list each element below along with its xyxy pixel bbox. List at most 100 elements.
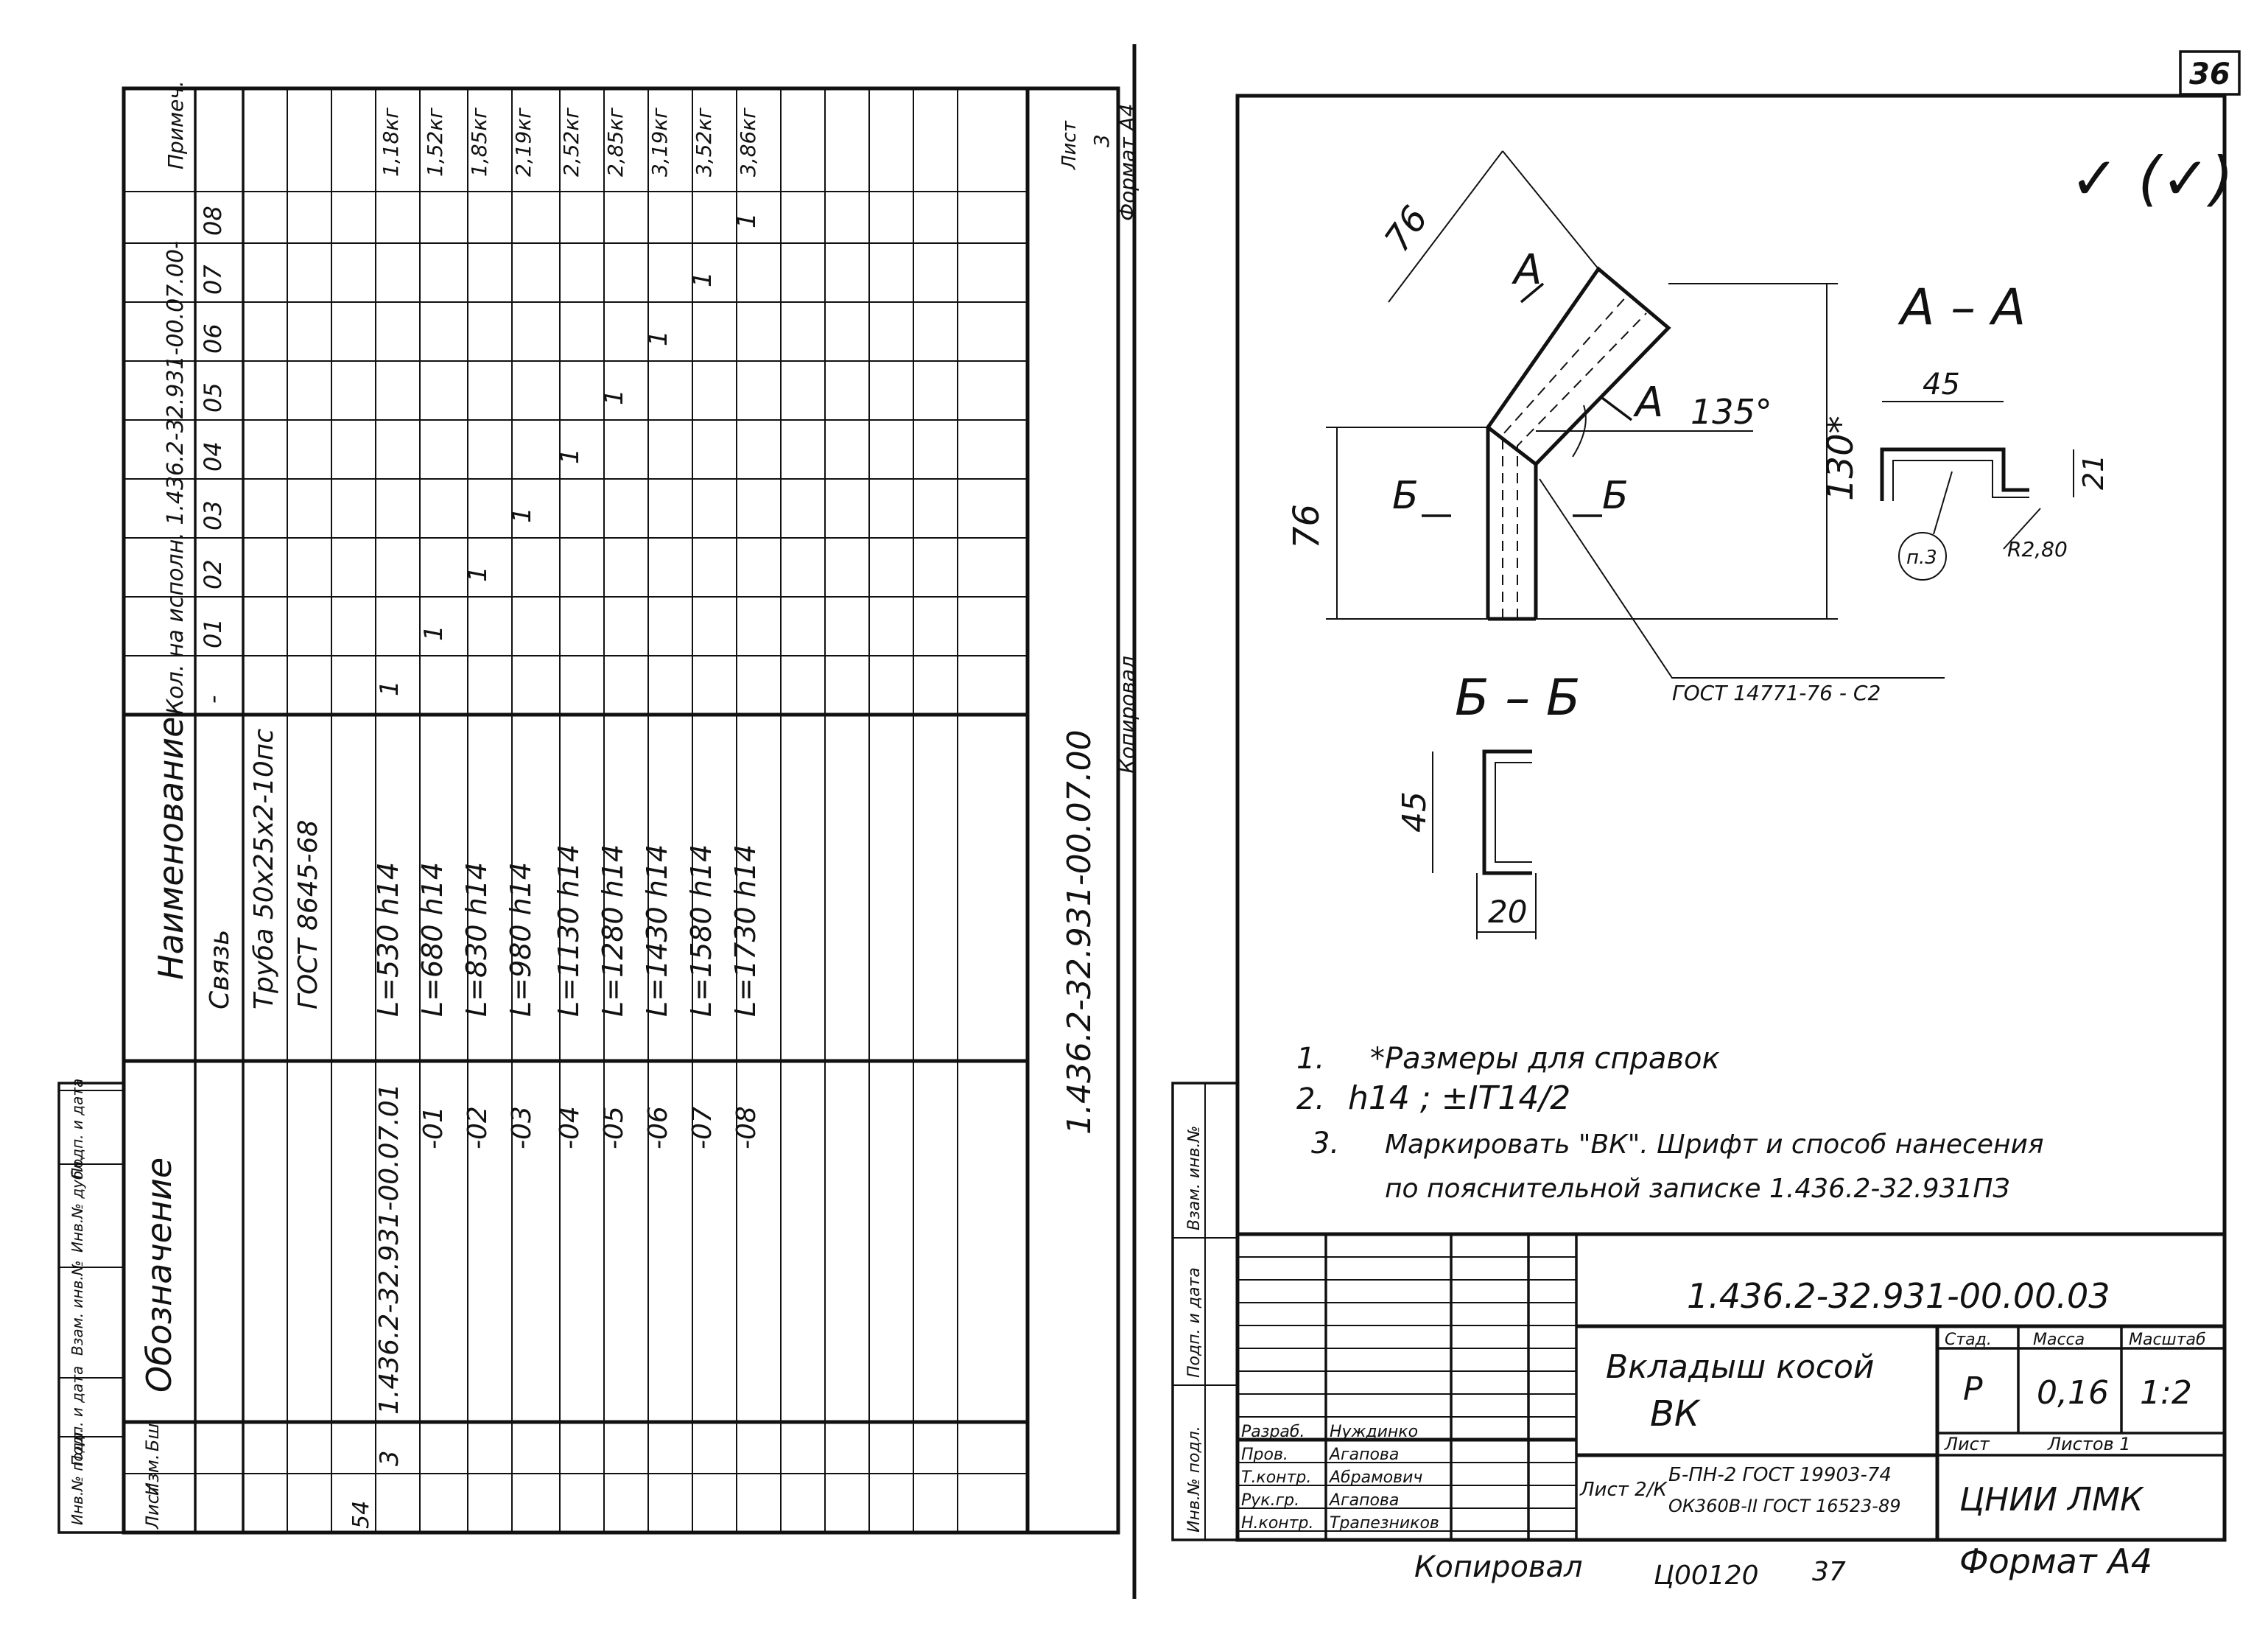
section-aa-profile xyxy=(1880,447,2029,501)
tb-person: Агапова xyxy=(1328,1491,1399,1510)
tb-scale: 1:2 xyxy=(2140,1374,2192,1412)
part-mass: 3,52кг xyxy=(692,108,716,177)
part-mass: 2,85кг xyxy=(603,108,628,177)
tb-role: Рук.гр. xyxy=(1241,1491,1299,1510)
tb-sheet-label: Лист xyxy=(1944,1434,1990,1454)
variant-label: 07 xyxy=(199,265,227,295)
dim-76-left: 76 xyxy=(1286,504,1327,549)
notes: 1. *Размеры для справок 2. h14 ; ±IT14/2… xyxy=(1296,1042,2044,1204)
variant-label: 08 xyxy=(199,206,227,236)
section-bb-title: Б – Б xyxy=(1455,669,1581,727)
left-doc-number: 1.436.2-32.931-00.07.00 xyxy=(1061,729,1098,1135)
part-oboznachenie: -01 xyxy=(418,1106,449,1149)
part-oboznachenie: -05 xyxy=(599,1106,629,1149)
section-a-label-2: А xyxy=(1633,379,1663,427)
right-sheet-drawing: Взам. инв.№ Подп. и дата Инв.№ подл. ✓ (… xyxy=(1171,94,2233,1591)
part-qty: 1 xyxy=(555,448,585,464)
part-naimenovanie: L=1280 h14 xyxy=(597,844,629,1017)
tb-role: Т.контр. xyxy=(1241,1468,1311,1487)
part-oboznachenie: -03 xyxy=(507,1106,537,1149)
top-row-naim: ГОСТ 8645-68 xyxy=(293,820,323,1009)
stamp-code: Ц00120 xyxy=(1654,1561,1758,1591)
stamp-page: 37 xyxy=(1812,1557,1846,1587)
right-kopiroval: Копировал xyxy=(1414,1550,1583,1584)
top-row-naim: Связь xyxy=(205,930,235,1009)
part-outline-outer xyxy=(1486,266,1671,619)
tb-role: Н.контр. xyxy=(1241,1514,1313,1533)
part-pos-number: 3 xyxy=(375,1450,404,1466)
left-kopiroval: Копировал xyxy=(1115,656,1140,774)
part-naimenovanie: L=1430 h14 xyxy=(641,844,673,1017)
roughness-mark: ✓ (✓) xyxy=(2070,144,2233,213)
part-mass: 1,52кг xyxy=(423,108,447,177)
tb-role: Пров. xyxy=(1241,1446,1288,1464)
dim-angle: 135° xyxy=(1691,392,1772,432)
part-hidden-line-1 xyxy=(1502,294,1629,619)
dim-radius: R2,80 xyxy=(2007,537,2068,561)
part-naimenovanie: L=830 h14 xyxy=(460,862,493,1017)
part-oboznachenie: -06 xyxy=(643,1106,673,1149)
part-naimenovanie: L=1730 h14 xyxy=(729,844,762,1017)
part-mass: 1,18кг xyxy=(379,108,403,177)
tb-name-2: ВК xyxy=(1650,1393,1701,1435)
section-aa-title: А – А xyxy=(1897,279,2026,337)
tb-person: Абрамович xyxy=(1328,1468,1422,1487)
dim-45-bb: 45 xyxy=(1396,791,1433,833)
section-aa-inner xyxy=(1892,460,2029,501)
tb-person: Агапова xyxy=(1328,1446,1399,1464)
top-row-naim: Труба 50х25х2-10пс xyxy=(249,729,279,1009)
weld-leader xyxy=(1539,478,1945,679)
right-margin-label-2: Взам. инв.№ xyxy=(1185,1126,1204,1230)
tb-stage: Р xyxy=(1963,1370,1983,1408)
tb-organization: ЦНИИ ЛМК xyxy=(1959,1481,2144,1519)
part-hidden-line-2 xyxy=(1517,312,1647,619)
part-qty: 1 xyxy=(463,566,493,582)
section-a-marker-1 xyxy=(1520,282,1545,304)
tb-material-label: Лист 2/К xyxy=(1579,1479,1668,1501)
left-margin-label: Инв.№ подл. xyxy=(69,1428,86,1525)
dim-21: 21 xyxy=(2077,455,2110,490)
left-sheet-specification: Обозначение Наименование Кол. на исполн.… xyxy=(57,80,1140,1535)
part-oboznachenie: -08 xyxy=(731,1106,762,1149)
part-naimenovanie: L=1130 h14 xyxy=(552,844,585,1017)
tb-sheets-label: Листов 1 xyxy=(2047,1434,2131,1454)
variant-label: 05 xyxy=(199,382,227,413)
part-qty: 1 xyxy=(644,330,673,346)
header-primech: Примеч. xyxy=(164,80,188,169)
section-b-label-1: Б xyxy=(1392,474,1419,518)
weld-note: ГОСТ 14771-76 - С2 xyxy=(1672,681,1881,705)
callout-text: п.3 xyxy=(1906,547,1937,569)
part-main-view: 76 76 130* 135° А А Б Б xyxy=(1286,150,1945,705)
note-4-text: по пояснительной записке 1.436.2-32.931П… xyxy=(1385,1174,2009,1204)
left-margin-block xyxy=(57,1082,125,1534)
tb-mass-label: Масса xyxy=(2033,1331,2085,1349)
part-naimenovanie: L=530 h14 xyxy=(372,862,404,1017)
part-naimenovanie: L=980 h14 xyxy=(505,862,537,1017)
header-naimenovanie: Наименование xyxy=(151,717,191,980)
right-format: Формат А4 xyxy=(1959,1541,2152,1581)
page-number: 36 xyxy=(2189,57,2230,91)
right-margin-label-1: Подп. и дата xyxy=(1185,1267,1204,1378)
tb-person: Трапезников xyxy=(1330,1514,1439,1533)
section-aa: А – А 45 21 п.3 R2,80 xyxy=(1880,279,2110,581)
left-misc-0: Бш xyxy=(142,1423,163,1451)
note-2-num: 2. xyxy=(1296,1082,1324,1116)
dim-76-top-ext xyxy=(1502,150,1599,270)
part-oboznachenie: -02 xyxy=(463,1106,493,1149)
dim-45-aa: 45 xyxy=(1923,368,1960,402)
tb-name-1: Вкладыш косой xyxy=(1606,1348,1874,1386)
left-row-number: 54 xyxy=(348,1501,374,1529)
tb-stage-label: Стад. xyxy=(1945,1331,1992,1349)
right-sheet-frame xyxy=(1235,94,2227,1542)
section-a-label-1: А xyxy=(1512,246,1542,294)
variant-label: 04 xyxy=(199,441,227,472)
variant-label: 06 xyxy=(199,323,227,354)
part-mass: 2,19кг xyxy=(511,108,536,177)
variant-label: 03 xyxy=(199,500,227,530)
header-kol: Кол. на исполн. 1.436.2-32.931-00.07.00- xyxy=(163,241,189,715)
part-naimenovanie: L=1580 h14 xyxy=(685,844,717,1017)
header-oboznachenie: Обозначение xyxy=(139,1158,179,1393)
part-mass: 3,19кг xyxy=(647,108,672,177)
callout-leader xyxy=(1933,471,1953,535)
